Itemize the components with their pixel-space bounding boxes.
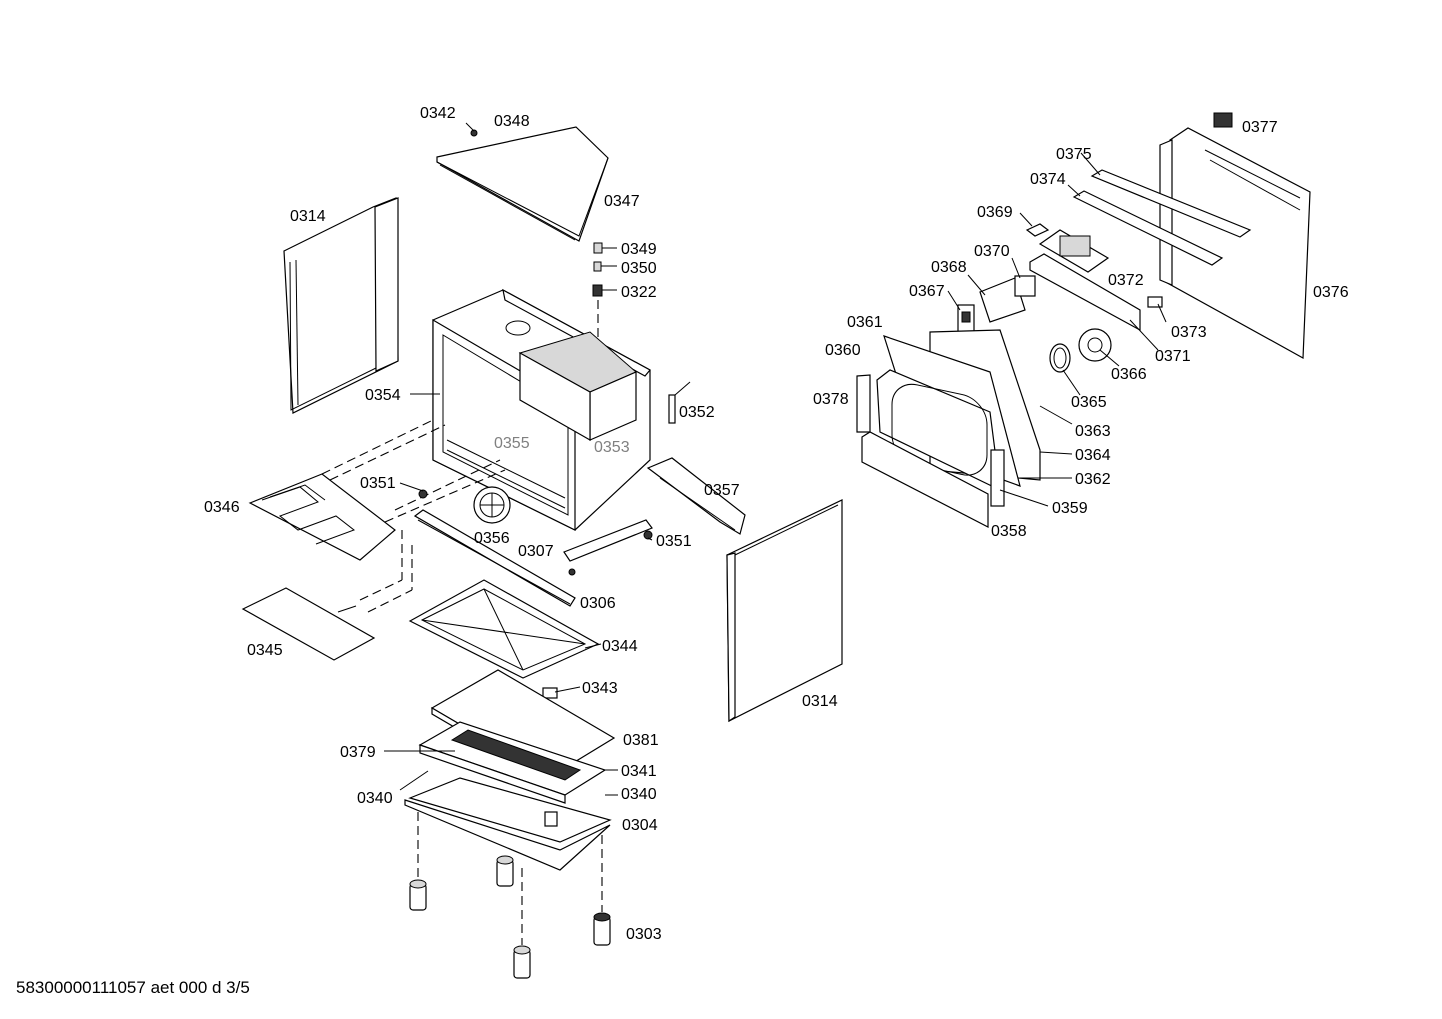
part-label: 0381 <box>623 732 659 749</box>
bottom-heater-part <box>241 587 376 661</box>
part-label: 0358 <box>991 523 1027 540</box>
screw-part <box>418 489 653 576</box>
part-label: 0314 <box>290 208 326 225</box>
part-label: 0345 <box>247 642 283 659</box>
part-label: 0366 <box>1111 366 1147 383</box>
part-label: 0364 <box>1075 447 1111 464</box>
part-label: 0307 <box>518 543 554 560</box>
part-label: 0375 <box>1056 146 1092 163</box>
part-label: 0340 <box>357 790 393 807</box>
part-label: 0350 <box>621 260 657 277</box>
part-label: 0373 <box>1171 324 1207 341</box>
part-label: 0341 <box>621 763 657 780</box>
door-bar-part <box>1072 190 1224 266</box>
part-label: 0314 <box>802 693 838 710</box>
part-label: 0304 <box>622 817 658 834</box>
grill-element-part <box>248 473 396 561</box>
part-label: 0346 <box>204 499 240 516</box>
hinge-part <box>979 275 1036 323</box>
part-label: 0347 <box>604 193 640 210</box>
part-label: 0343 <box>582 680 618 697</box>
part-label: 0367 <box>909 283 945 300</box>
clip-part <box>542 687 558 699</box>
bushing-parts <box>592 242 603 345</box>
motor-part <box>1038 229 1110 273</box>
part-label: 0356 <box>474 530 510 547</box>
foot-part <box>409 812 427 911</box>
rear-rail-part <box>563 519 653 562</box>
part-label: 0344 <box>602 638 638 655</box>
part-label: 0355 <box>494 435 530 452</box>
lamp-part <box>1078 328 1112 362</box>
door-handle-part <box>856 374 871 433</box>
heater-block-part <box>418 721 607 804</box>
part-label: 0378 <box>813 391 849 408</box>
part-label: 0370 <box>974 243 1010 260</box>
part-label: 0372 <box>1108 272 1144 289</box>
assembly-guide-lines <box>321 419 506 613</box>
part-label: 0342 <box>420 105 456 122</box>
part-label: 0363 <box>1075 423 1111 440</box>
clip-part <box>1213 112 1233 128</box>
part-label: 0371 <box>1155 348 1191 365</box>
part-label: 0359 <box>1052 500 1088 517</box>
part-label: 0340 <box>621 786 657 803</box>
seal-ring-part <box>1049 343 1071 373</box>
bottom-tray-part <box>408 579 600 679</box>
bracket-part <box>668 381 691 424</box>
small-part <box>1025 223 1050 237</box>
part-label: 0353 <box>594 439 630 456</box>
part-label: 0351 <box>656 533 692 550</box>
part-label: 0379 <box>340 744 376 761</box>
front-rail-part <box>413 509 576 607</box>
part-label: 0306 <box>580 595 616 612</box>
part-label: 0369 <box>977 204 1013 221</box>
leader-lines <box>384 122 1167 796</box>
clip-part <box>1147 296 1163 308</box>
part-label: 0377 <box>1242 119 1278 136</box>
part-label: 0352 <box>679 404 715 421</box>
part-label: 0357 <box>704 482 740 499</box>
oven-housing-part <box>432 288 651 531</box>
base-rail-part <box>646 457 746 535</box>
door-seal-part <box>990 449 1005 507</box>
door-frame-part <box>861 431 989 528</box>
part-label: 0374 <box>1030 171 1066 188</box>
part-label: 0322 <box>621 284 657 301</box>
part-label: 0368 <box>931 259 967 276</box>
fan-grille-part <box>473 486 511 524</box>
part-label: 0351 <box>360 475 396 492</box>
foot-part <box>496 855 523 945</box>
part-label: 0354 <box>365 387 401 404</box>
rear-panel-part <box>1159 127 1311 359</box>
part-label: 0376 <box>1313 284 1349 301</box>
top-cover-part <box>436 126 609 242</box>
foot-part <box>593 835 611 946</box>
door-rail-part <box>1029 253 1141 332</box>
part-label: 0362 <box>1075 471 1111 488</box>
right-side-panel-part <box>726 499 843 723</box>
part-label: 0365 <box>1071 394 1107 411</box>
part-label: 0303 <box>626 926 662 943</box>
part-label: 0349 <box>621 241 657 258</box>
screw-part <box>470 129 478 137</box>
left-side-panel-part <box>283 197 399 414</box>
document-id: 58300000111057 aet 000 d 3/5 <box>16 978 250 997</box>
base-plate-part <box>404 777 612 871</box>
door-bar-part <box>1090 169 1252 238</box>
foot-part <box>513 945 531 979</box>
part-label: 0348 <box>494 113 530 130</box>
part-label: 0360 <box>825 342 861 359</box>
part-label: 0361 <box>847 314 883 331</box>
